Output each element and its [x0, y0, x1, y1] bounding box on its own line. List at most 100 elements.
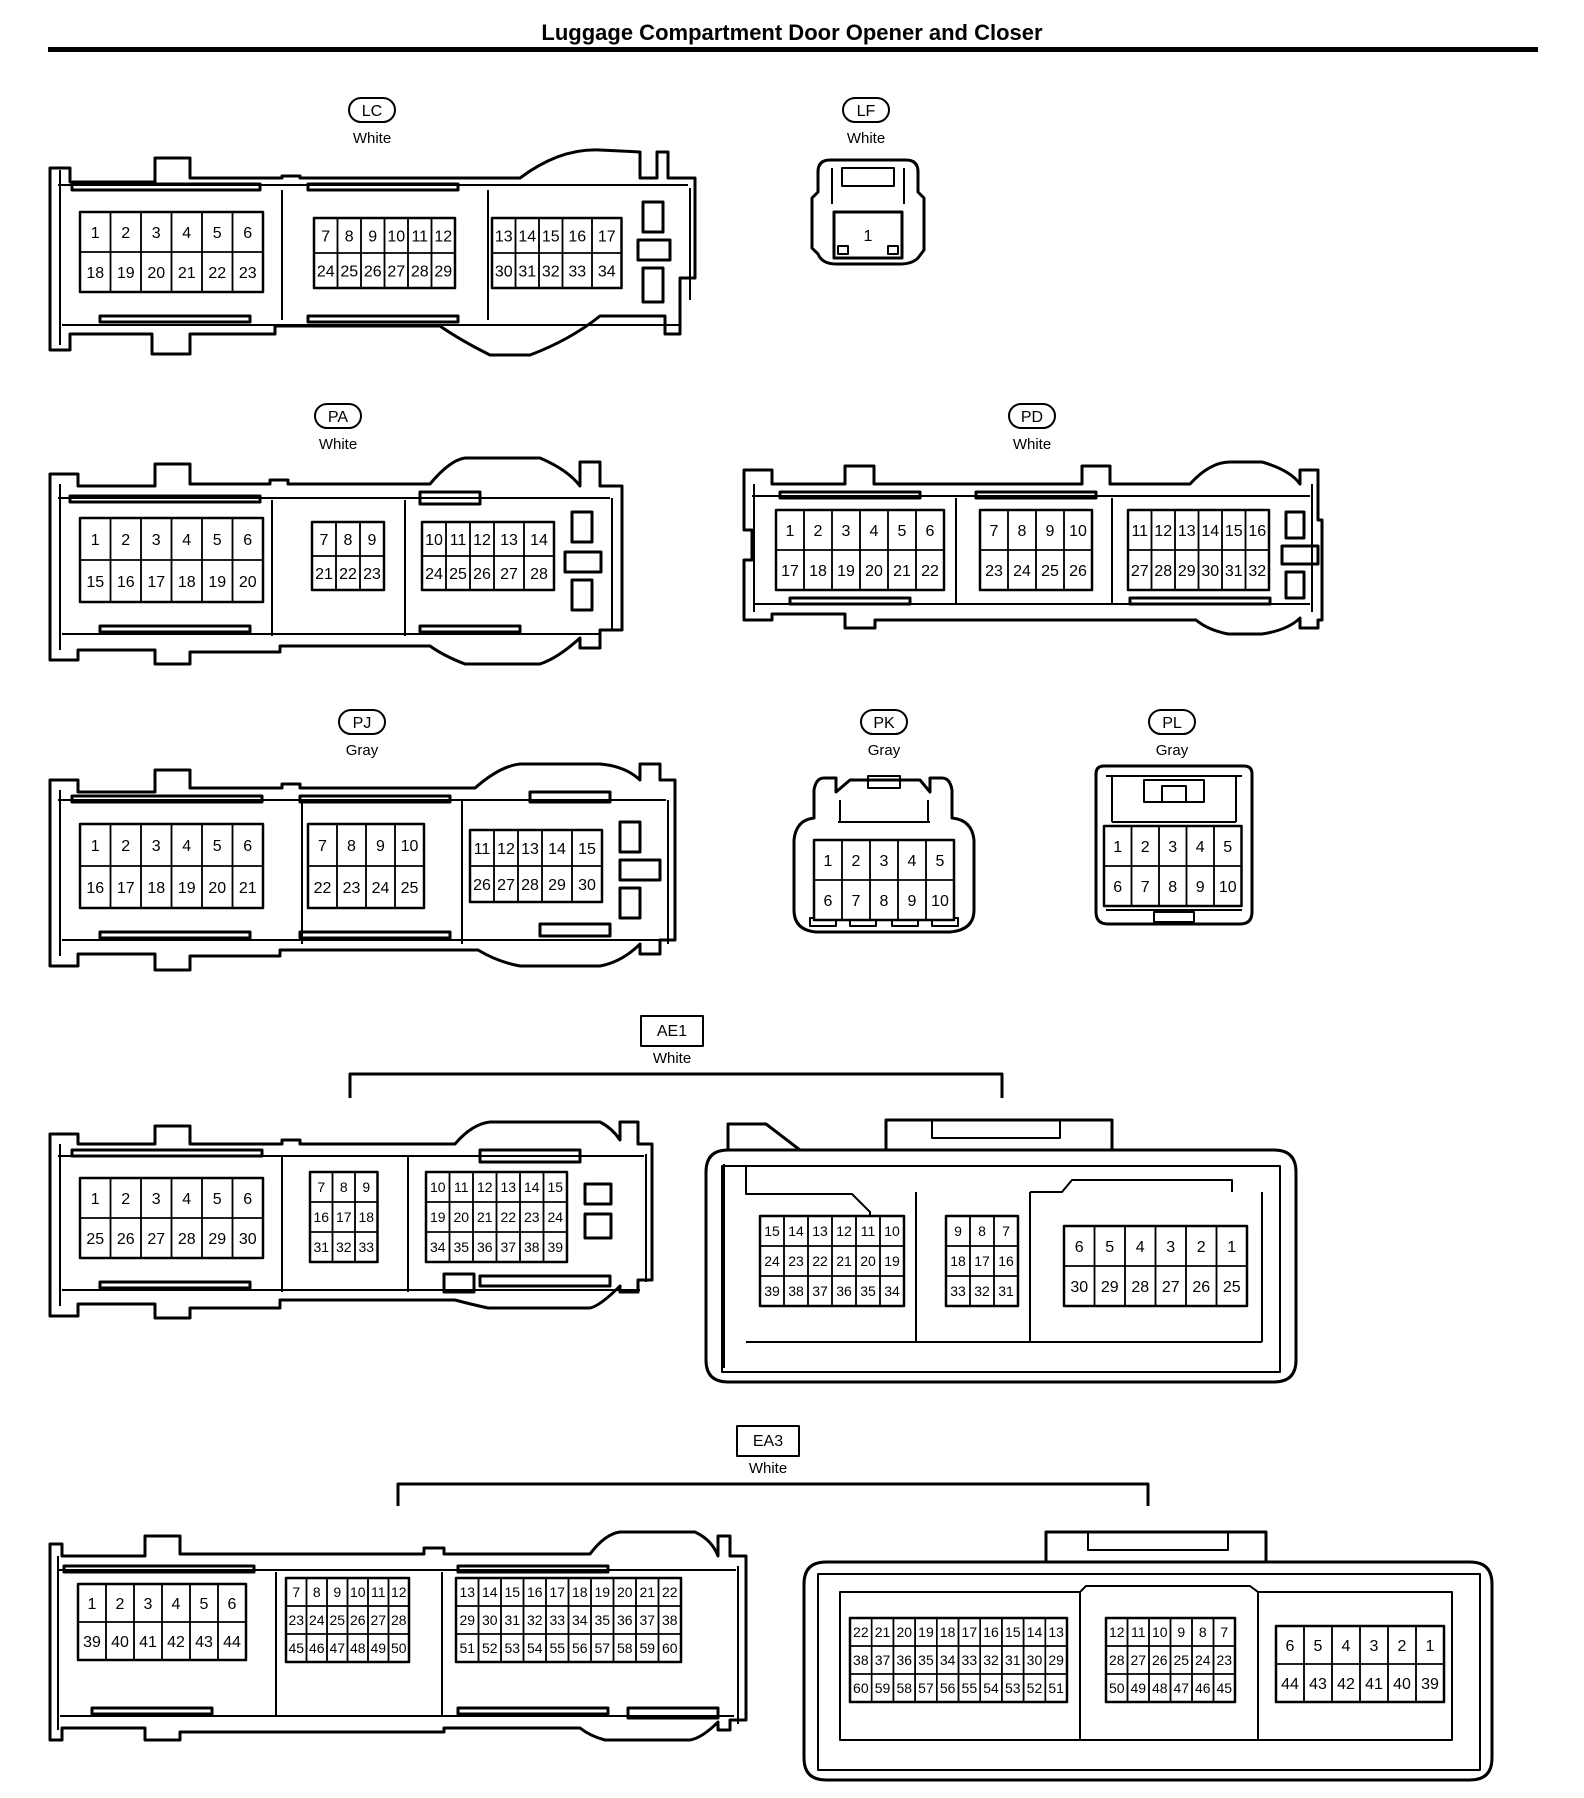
pin-number: 26	[473, 566, 491, 583]
connector-lc-bottom-rail-2	[306, 314, 460, 324]
pin-cell	[591, 252, 623, 289]
pin-number: 14	[524, 1179, 540, 1195]
pin-number: 36	[477, 1239, 493, 1255]
connector-lc-top-rail	[70, 182, 262, 192]
connector-pj-key-top	[618, 820, 642, 854]
pin-number: 33	[962, 1652, 978, 1668]
pin-number: 9	[333, 1584, 341, 1600]
pin-number: 53	[1005, 1680, 1021, 1696]
connector-lc	[48, 148, 697, 357]
pin-number: 33	[568, 264, 586, 281]
pin-number: 18	[572, 1584, 588, 1600]
pin-number: 32	[527, 1612, 543, 1628]
connector-ae1-female-top-tab	[726, 1122, 801, 1152]
pin-number: 14	[530, 532, 548, 549]
connector-pj-inner	[58, 790, 669, 956]
pin-number: 4	[1196, 839, 1205, 856]
pin-number: 22	[339, 566, 357, 583]
pin-number: 25	[329, 1612, 345, 1628]
pin-number: 30	[1070, 1279, 1088, 1296]
pin-number: 4	[182, 225, 191, 242]
connector-pk-inner	[838, 800, 930, 823]
connector-ae1-female-inner	[721, 1164, 1281, 1373]
connector-id: PL	[1162, 715, 1182, 732]
pin-number: 25	[449, 566, 467, 583]
connector-ae1-female-frame	[745, 1166, 1233, 1220]
connector-id: LC	[362, 103, 382, 120]
pin-number: 28	[1131, 1279, 1149, 1296]
pin-number: 26	[1192, 1279, 1210, 1296]
pin-number: 17	[598, 229, 616, 246]
pin-number: 15	[764, 1223, 780, 1239]
pin-number: 32	[983, 1652, 999, 1668]
pin-number: 26	[350, 1612, 366, 1628]
connector-ae1-male	[48, 1120, 654, 1320]
pin-number: 27	[1130, 1652, 1146, 1668]
pin-number: 32	[1248, 563, 1266, 580]
pin-number: 45	[1216, 1680, 1232, 1696]
pin-cell	[993, 1275, 1019, 1307]
pin-number: 14	[482, 1584, 498, 1600]
pin-number: 29	[459, 1612, 475, 1628]
connector-id-oval	[860, 709, 908, 735]
connector-lf	[810, 158, 926, 266]
pin-number: 6	[243, 1191, 252, 1208]
pin-number: 13	[459, 1584, 475, 1600]
connector-pj-housing	[48, 762, 677, 972]
pin-number: 6	[228, 1596, 237, 1613]
pin-number: 14	[1201, 523, 1219, 540]
pin-number: 23	[343, 880, 361, 897]
pin-number: 5	[213, 225, 222, 242]
pin-number: 10	[401, 838, 419, 855]
pin-number: 44	[1281, 1676, 1299, 1693]
pin-number: 5	[1223, 839, 1232, 856]
pin-number: 10	[1152, 1624, 1168, 1640]
pin-number: 16	[568, 229, 586, 246]
connector-id-oval	[314, 403, 362, 429]
connector-ea3-female-housing	[802, 1560, 1494, 1782]
connector-id: PK	[873, 715, 895, 732]
pin-number: 3	[152, 532, 161, 549]
pin-number: 17	[147, 574, 165, 591]
pin-number: 3	[1370, 1638, 1379, 1655]
pin-number: 21	[239, 880, 257, 897]
pin-cell	[542, 1231, 568, 1263]
connector-pa	[48, 456, 624, 666]
pin-number: 22	[500, 1209, 516, 1225]
pin-number: 19	[208, 574, 226, 591]
pin-number: 10	[1219, 879, 1237, 896]
pin-number: 19	[594, 1584, 610, 1600]
pin-number: 9	[368, 229, 377, 246]
connector-ae1-female	[704, 1118, 1298, 1384]
pin-number: 10	[425, 532, 443, 549]
connector-lc-top-rail-2	[306, 182, 460, 192]
pin-number: 6	[1075, 1239, 1084, 1256]
pin-cell	[231, 865, 264, 909]
pin-number: 29	[208, 1231, 226, 1248]
pin-number: 6	[243, 532, 252, 549]
pin-number: 6	[1113, 879, 1122, 896]
pin-number: 4	[1136, 1239, 1145, 1256]
pin-number: 35	[918, 1652, 934, 1668]
pin-number: 38	[853, 1652, 869, 1668]
pin-number: 46	[1195, 1680, 1211, 1696]
pin-number: 15	[86, 574, 104, 591]
pin-number: 22	[853, 1624, 869, 1640]
pin-number: 32	[542, 264, 560, 281]
pin-number: 22	[208, 265, 226, 282]
pin-number: 26	[1069, 563, 1087, 580]
pin-number: 2	[121, 838, 130, 855]
pin-number: 20	[239, 574, 257, 591]
pin-number: 31	[1005, 1652, 1021, 1668]
pin-number: 55	[549, 1640, 565, 1656]
pin-number: 42	[1337, 1676, 1355, 1693]
pin-number: 26	[117, 1231, 135, 1248]
pin-cell	[231, 559, 264, 603]
connector-lf-inner	[831, 167, 905, 204]
connector-pd-latch	[1280, 544, 1320, 566]
connector-ae1-female-dividers	[746, 1192, 1263, 1343]
connector-lc-latch	[636, 238, 672, 262]
pin-number: 17	[962, 1624, 978, 1640]
